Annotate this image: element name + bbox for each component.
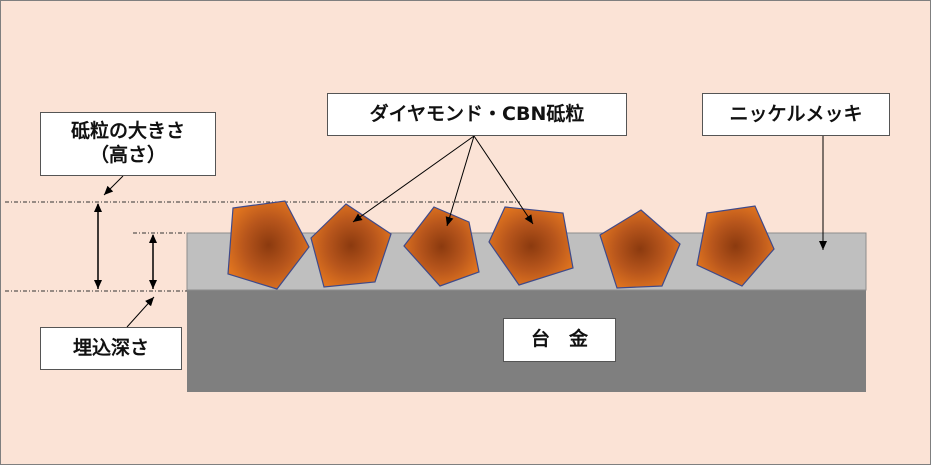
base-metal-label-box: 台 金 xyxy=(503,318,616,362)
leader-arrow-grain-size xyxy=(103,175,124,196)
grain-size-label-line1: 砥粒の大きさ xyxy=(70,120,185,143)
grain-size-label-box: 砥粒の大きさ （高さ） xyxy=(40,112,216,176)
abrasive-grain-1 xyxy=(227,200,310,290)
abrasive-grain-4 xyxy=(488,206,574,286)
abrasive-grain-3 xyxy=(403,206,480,287)
embed-depth-label-box: 埋込深さ xyxy=(40,327,182,370)
abrasive-grain-2 xyxy=(310,203,392,288)
leader-arrow-grain-2 xyxy=(352,135,475,223)
embed-depth-label: 埋込深さ xyxy=(72,336,149,359)
nickel-plating-label-box: ニッケルメッキ xyxy=(702,93,890,136)
abrasive-grain-6 xyxy=(696,205,775,287)
diamond-cbn-label: ダイヤモンド・CBN砥粒 xyxy=(369,102,585,125)
diamond-cbn-label-box: ダイヤモンド・CBN砥粒 xyxy=(327,93,627,136)
nickel-plating-label: ニッケルメッキ xyxy=(729,102,863,125)
grain-size-label-line2: （高さ） xyxy=(89,144,166,166)
abrasive-grain-5 xyxy=(599,209,681,289)
base-metal-label: 台 金 xyxy=(530,328,588,351)
leader-arrow-embed-depth xyxy=(126,296,155,328)
leader-arrow-grain-4 xyxy=(473,135,534,225)
leader-arrow-grain-3 xyxy=(445,135,475,227)
